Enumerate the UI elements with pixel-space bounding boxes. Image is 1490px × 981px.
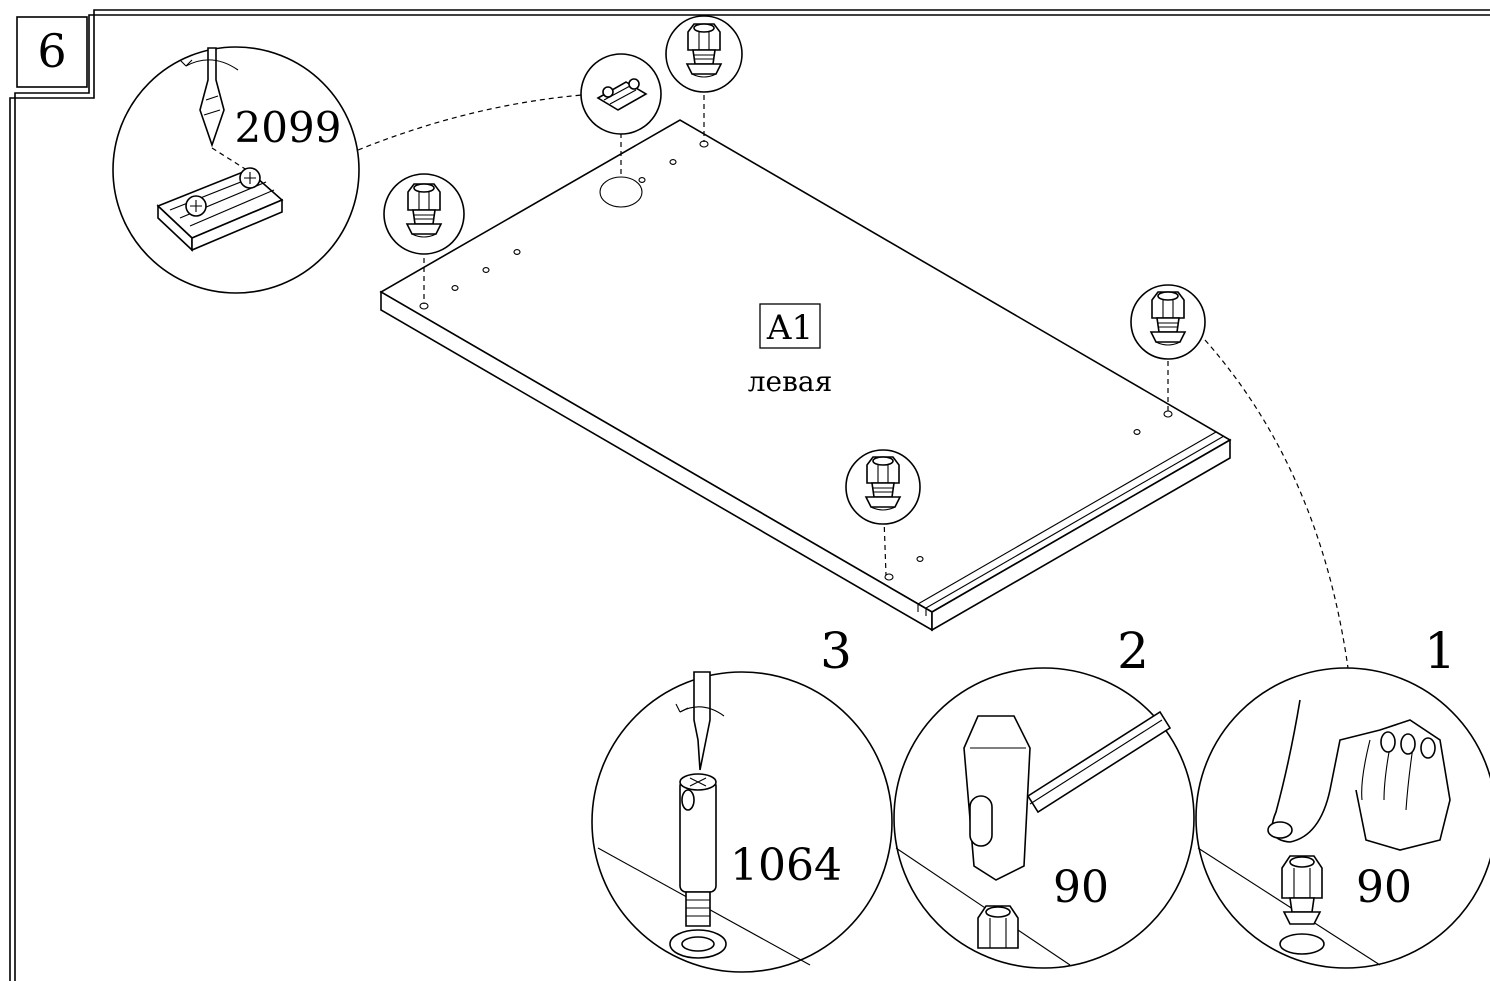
substep-1-part-code: 90: [1356, 862, 1412, 913]
leveler-foot-icon: [1279, 855, 1325, 955]
step-frame: [9, 9, 1490, 981]
step-number: 6: [37, 24, 66, 78]
leveler-bubble-top: [665, 15, 743, 93]
panel-code-box: [759, 303, 821, 349]
substep-1-number: 1: [1424, 622, 1456, 680]
substep-1-bubble: [1195, 667, 1490, 969]
leveler-bubble-right: [1130, 284, 1206, 360]
leveler-foot-icon: [1150, 291, 1186, 346]
screwdriver-icon: [675, 671, 725, 771]
leveler-foot-icon: [865, 456, 901, 511]
substep-2-bubble: [893, 667, 1195, 969]
hinge-part-code: 2099: [235, 103, 342, 152]
substep-3-part-code: 1064: [730, 840, 842, 891]
leader-lines: [357, 86, 1349, 669]
panel-side-label: левая: [748, 365, 832, 398]
hammer-icon: [963, 710, 1172, 881]
substep-2-number: 2: [1117, 622, 1149, 680]
eccentric-rod-icon: [669, 773, 727, 959]
substep-3-number: 3: [820, 622, 852, 680]
hinge-plate-icon: [156, 167, 284, 252]
hinge-plate-icon: [596, 78, 648, 111]
panel-a1: [379, 119, 1232, 632]
substep-3-bubble: [591, 671, 893, 973]
substep-2-part-code: 90: [1053, 862, 1109, 913]
hand-icon: [1267, 699, 1451, 851]
drill-bit-icon: [179, 47, 239, 148]
leveler-bubble-front: [845, 449, 921, 525]
leveler-foot-icon: [406, 183, 442, 238]
leveler-bubble-left: [383, 173, 465, 255]
leveler-foot-icon: [686, 23, 722, 78]
hinge-bubble-small: [580, 53, 662, 135]
hinge-callout: [112, 46, 360, 294]
leveler-foot-icon: [977, 905, 1019, 949]
panel-code: A1: [766, 308, 813, 348]
